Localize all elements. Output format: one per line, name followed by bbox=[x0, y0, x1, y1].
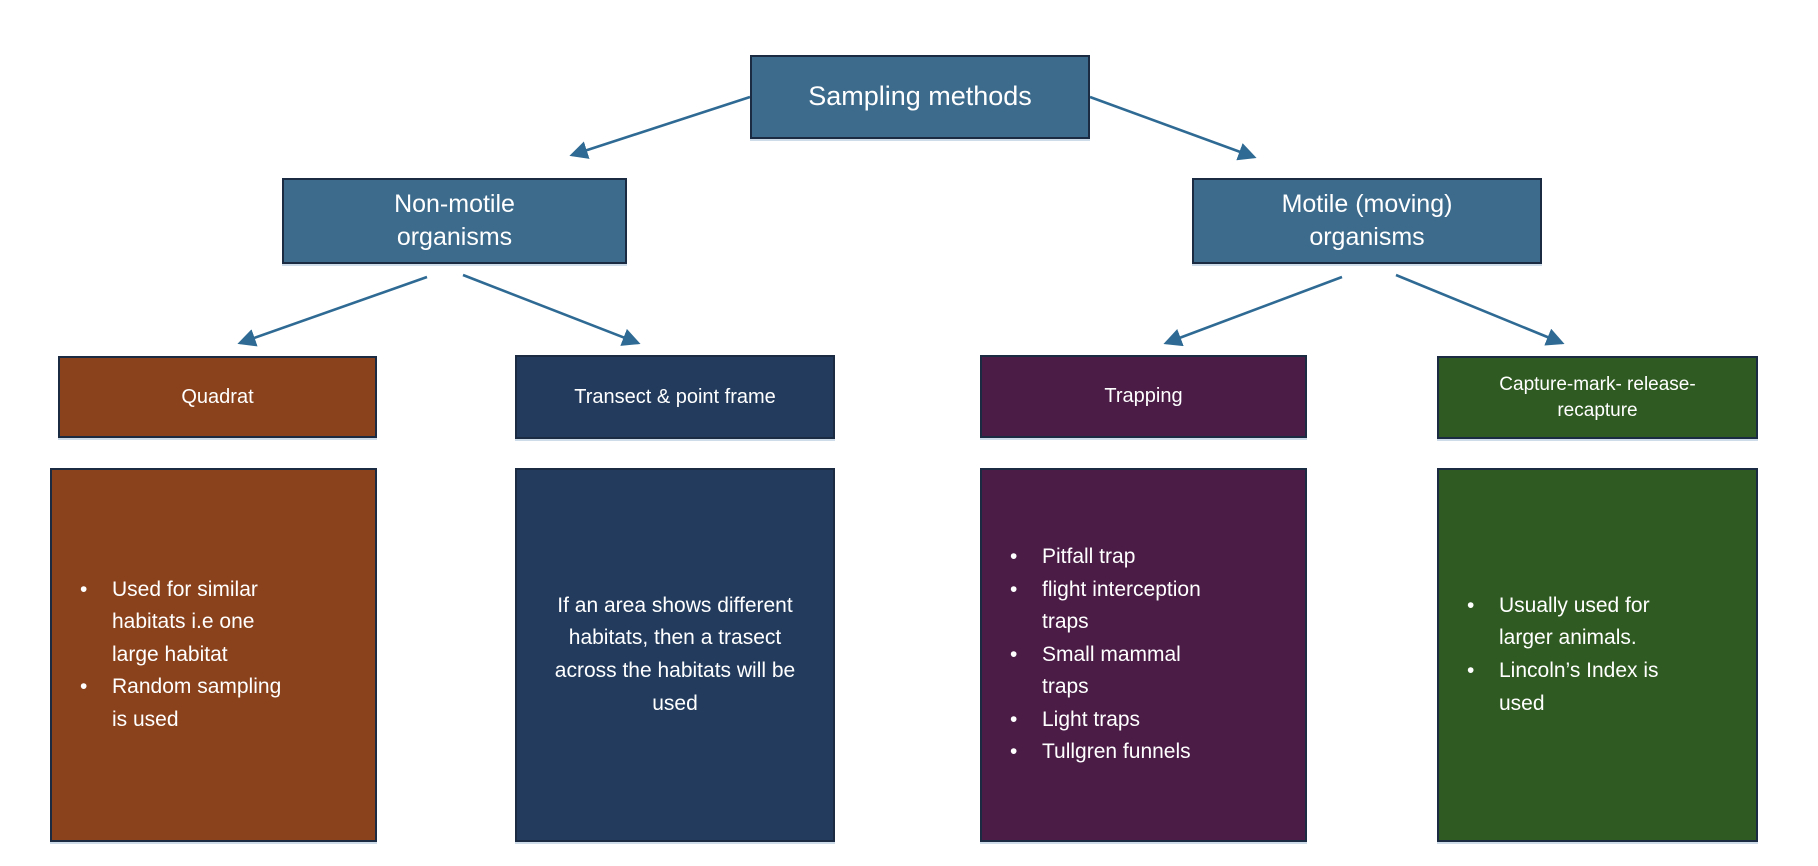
node-trapping: Trapping bbox=[980, 355, 1307, 438]
arrow-motile-to-capture bbox=[1395, 273, 1565, 346]
bullet-item: Small mammal traps bbox=[996, 639, 1228, 704]
node-sampling-methods-label: Sampling methods bbox=[808, 81, 1032, 112]
node-trapping-label: Trapping bbox=[1104, 385, 1183, 408]
panel-transect-details: If an area shows different habitats, the… bbox=[515, 468, 835, 842]
bullet-item: Lincoln’s Index is used bbox=[1453, 655, 1685, 720]
bullet-item: Pitfall trap bbox=[996, 541, 1228, 574]
node-non-motile-organisms-label: Non-motile organisms bbox=[394, 190, 515, 251]
bullet-item: Tullgren funnels bbox=[996, 736, 1228, 769]
arrow-nonmotile-to-quadrat bbox=[237, 275, 428, 347]
arrow-motile-to-trapping bbox=[1163, 275, 1343, 347]
node-quadrat-label: Quadrat bbox=[181, 385, 254, 408]
transect-details-text: If an area shows different habitats, the… bbox=[554, 593, 796, 715]
bullet-item: Usually used for larger animals. bbox=[1453, 590, 1685, 655]
panel-capture-details: Usually used for larger animals.Lincoln’… bbox=[1437, 468, 1758, 842]
bullet-item: Random sampling is used bbox=[66, 671, 298, 736]
node-motile-organisms-label: Motile (moving) organisms bbox=[1281, 190, 1453, 251]
node-transect-point-frame-label: Transect & point frame bbox=[574, 385, 776, 408]
panel-trapping-details: Pitfall trapflight interception trapsSma… bbox=[980, 468, 1307, 842]
node-non-motile-organisms: Non-motile organisms bbox=[282, 178, 627, 264]
node-sampling-methods: Sampling methods bbox=[750, 55, 1090, 139]
arrow-root-to-motile bbox=[1089, 95, 1257, 161]
node-quadrat: Quadrat bbox=[58, 356, 377, 438]
node-capture-mark-release-recapture-label: Capture-mark- release- recapture bbox=[1499, 374, 1696, 421]
arrow-root-to-nonmotile bbox=[569, 95, 751, 159]
arrow-nonmotile-to-transect bbox=[462, 273, 641, 346]
node-motile-organisms: Motile (moving) organisms bbox=[1192, 178, 1542, 264]
bullet-item: flight interception traps bbox=[996, 574, 1228, 639]
node-capture-mark-release-recapture: Capture-mark- release- recapture bbox=[1437, 356, 1758, 439]
node-transect-point-frame: Transect & point frame bbox=[515, 355, 835, 439]
capture-bullet-list: Usually used for larger animals.Lincoln’… bbox=[1453, 590, 1685, 720]
bullet-item: Used for similar habitats i.e one large … bbox=[66, 574, 298, 672]
quadrat-bullet-list: Used for similar habitats i.e one large … bbox=[66, 574, 298, 737]
panel-quadrat-details: Used for similar habitats i.e one large … bbox=[50, 468, 377, 842]
trapping-bullet-list: Pitfall trapflight interception trapsSma… bbox=[996, 541, 1228, 769]
bullet-item: Light traps bbox=[996, 704, 1228, 737]
